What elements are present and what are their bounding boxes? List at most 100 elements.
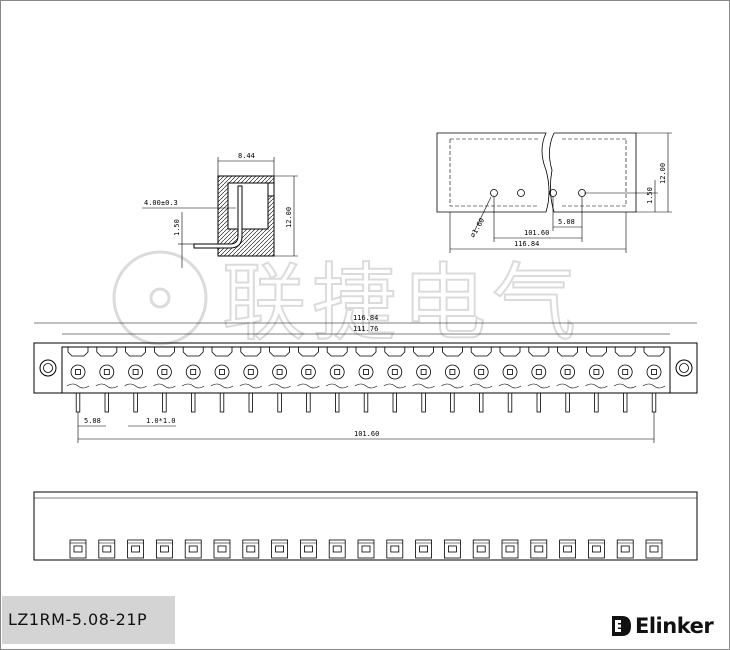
pin-cell-wave — [210, 383, 234, 389]
bottom-slot-inner — [505, 545, 515, 553]
pin-cell-circle — [617, 364, 633, 380]
pin-leg — [75, 392, 81, 413]
bottom-slot-inner — [217, 545, 227, 553]
bottom-slot-inner — [73, 545, 83, 553]
bottom-slot — [184, 539, 202, 559]
front-mount-hole-left — [39, 359, 57, 377]
pcb-hole-leader — [473, 196, 492, 233]
pin-cell-wave — [527, 383, 550, 389]
pin-leg — [594, 392, 599, 413]
pin-leg — [536, 392, 541, 413]
bottom-slot-inner — [447, 545, 457, 553]
front-pin-cells — [66, 347, 666, 389]
pin-cell-wave — [585, 383, 608, 389]
part-number-label: LZ1RM-5.08-21P — [2, 596, 175, 644]
pin-cell-square — [75, 369, 81, 375]
bottom-slot — [213, 539, 231, 559]
pin-leg — [219, 392, 225, 413]
pin-cell-square — [190, 369, 197, 375]
pin-cell-notch — [67, 347, 89, 357]
pin-leg — [565, 392, 570, 413]
bottom-slot — [299, 539, 317, 559]
pin-cell-wave — [441, 383, 464, 389]
pin-cell-wave — [268, 383, 291, 389]
bottom-slot-inner — [476, 545, 486, 553]
bottom-slot — [357, 539, 375, 559]
pin-leg — [190, 392, 196, 413]
bottom-slot-inner — [303, 545, 313, 553]
pin-cell-circle — [243, 364, 259, 380]
pin-cell-wave — [239, 383, 262, 389]
pin-cell-notch — [470, 347, 492, 357]
watermark-text: 联捷电气 — [222, 254, 582, 352]
pin-cell-circle — [444, 364, 460, 380]
bottom-slot-inner — [592, 545, 601, 553]
side-view-width-dim: 8.44 — [238, 152, 255, 160]
pin-cell-circle — [473, 364, 489, 380]
pin-cell-square — [593, 369, 600, 375]
pin-cell-wave — [297, 383, 320, 389]
pcb-height-dim: 12.00 — [659, 163, 667, 184]
front-inner-dim: 111.76 — [353, 325, 378, 333]
bottom-slot-inner — [159, 545, 169, 553]
pin-cell-notch — [557, 347, 578, 357]
pin-cell-square — [535, 369, 542, 375]
pin-leg — [651, 392, 657, 413]
front-mount-hole-left-inner — [43, 363, 53, 373]
pin-cell-wave — [326, 383, 349, 389]
pin-cell-notch — [643, 347, 665, 357]
front-pin-width-dim: 1.0*1.0 — [146, 417, 176, 425]
side-view-pin — [193, 185, 243, 249]
pin-cell-wave — [95, 383, 118, 389]
pin-cell-notch — [298, 347, 319, 357]
bottom-slot — [386, 539, 404, 559]
bottom-slot — [501, 539, 519, 559]
bottom-slot — [271, 539, 289, 559]
pcb-span-dim: 101.60 — [524, 229, 549, 237]
bottom-slot-inner — [419, 545, 429, 553]
pin-cell-notch — [442, 347, 463, 357]
watermark-logo-circle — [112, 250, 208, 346]
pcb-hole — [517, 189, 525, 197]
pcb-outline-inner — [449, 138, 627, 207]
pin-cell-square — [219, 369, 225, 375]
front-view — [33, 322, 698, 443]
bottom-slot — [328, 539, 346, 559]
front-mount-hole-right — [675, 359, 693, 377]
bottom-slot-inner — [102, 545, 112, 553]
pin-leg — [162, 392, 167, 413]
pin-cell-wave — [124, 383, 147, 389]
bottom-slot — [127, 539, 144, 559]
bottom-slot — [443, 539, 461, 559]
front-overall-dim: 116.84 — [353, 314, 378, 322]
pcb-outline-right — [549, 132, 637, 213]
pcb-hole — [490, 189, 498, 197]
pin-cell-square — [276, 369, 283, 375]
pin-cell-notch — [269, 347, 290, 357]
pin-cell-square — [564, 369, 571, 375]
pin-cell-wave — [642, 383, 666, 389]
pin-cell-square — [334, 369, 341, 375]
pin-cell-square — [507, 369, 513, 375]
pin-cell-wave — [153, 383, 176, 389]
pin-leg — [623, 392, 628, 413]
bottom-slot-inner — [534, 545, 544, 553]
pin-cell-notch — [125, 347, 146, 357]
pin-leg — [507, 392, 513, 413]
pin-cell-wave — [614, 383, 637, 389]
pin-cell-circle — [531, 364, 547, 380]
brand-logo: Elinker — [610, 612, 714, 640]
pin-cell-square — [247, 369, 254, 375]
bottom-slot — [530, 539, 548, 559]
brand-name: Elinker — [635, 614, 714, 638]
pcb-hole — [549, 189, 557, 197]
pin-cell-notch — [182, 347, 204, 357]
bottom-slot-inner — [246, 545, 256, 553]
pin-cell-wave — [412, 383, 435, 389]
pin-cell-circle — [128, 364, 144, 380]
pin-cell-square — [449, 369, 456, 375]
pin-cell-circle — [214, 364, 230, 380]
front-span-dim: 101.60 — [354, 430, 379, 438]
pin-cell-square — [622, 369, 629, 375]
